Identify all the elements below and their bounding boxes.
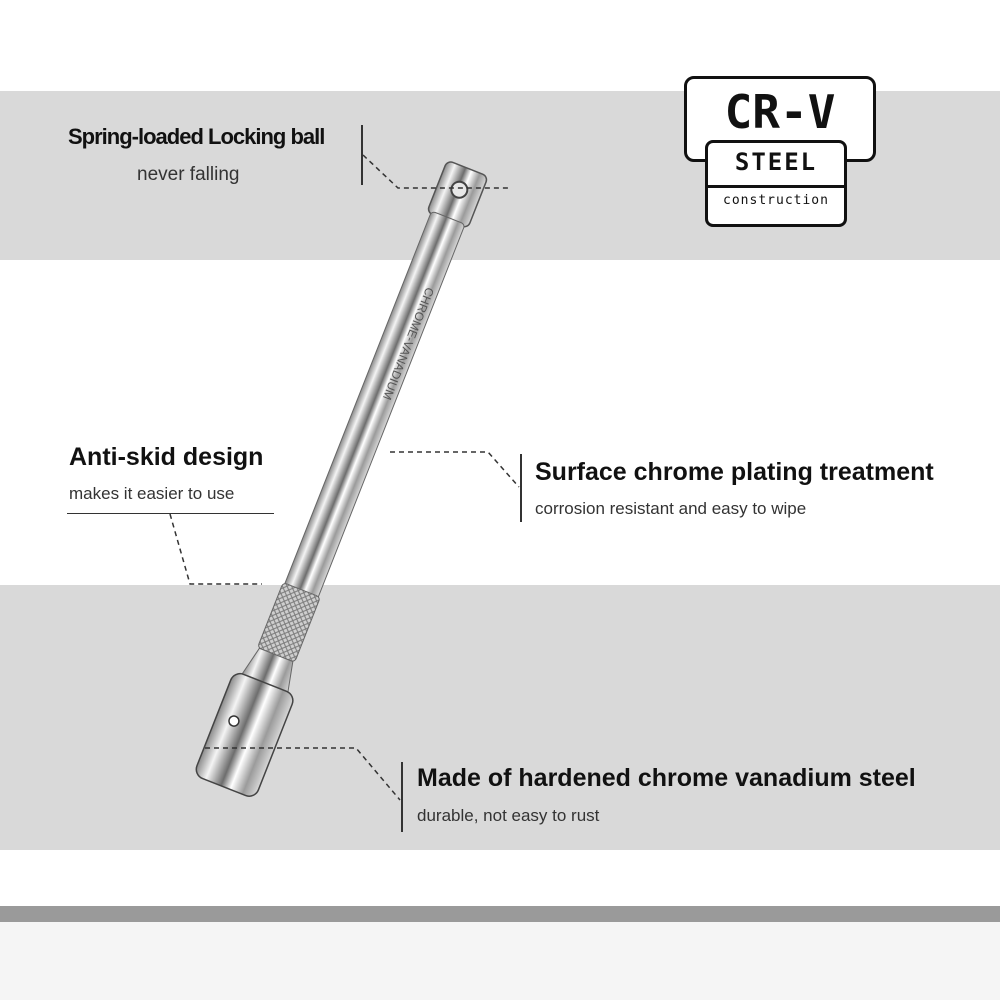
detent-hole [228, 715, 240, 727]
crv-steel-badge: CR-V STEEL construction [684, 76, 876, 227]
leader-line-locking-ball [362, 154, 510, 189]
underline-anti-skid [67, 513, 274, 514]
footer-divider-bar [0, 906, 1000, 922]
badge-steel-text: STEEL [734, 148, 818, 176]
feature-title-chrome-plating: Surface chrome plating treatment [535, 458, 934, 486]
badge-steel-divider [708, 145, 844, 188]
feature-subtitle-anti-skid: makes it easier to use [69, 484, 235, 503]
divider-vanadium [401, 762, 403, 832]
extension-bar: CHROME-VANADIUM [195, 161, 488, 797]
socket-end [195, 672, 294, 797]
locking-ball [450, 180, 469, 199]
leader-line-chrome-plating [390, 451, 520, 488]
feature-title-vanadium-steel: Made of hardened chrome vanadium steel [417, 764, 916, 792]
leader-line-anti-skid [169, 513, 262, 585]
knurled-grip [258, 583, 320, 662]
feature-subtitle-vanadium-steel: durable, not easy to rust [417, 806, 600, 825]
feature-title-anti-skid: Anti-skid design [69, 443, 264, 471]
bottom-gray-band [0, 585, 1000, 850]
badge-construction-text: construction [723, 193, 829, 208]
shaft [278, 211, 465, 615]
feature-subtitle-chrome-plating: corrosion resistant and easy to wipe [535, 499, 807, 518]
divider-chrome-plating [520, 454, 522, 522]
feature-title-locking-ball: Spring-loaded Locking ball [68, 124, 325, 149]
footer-strip [0, 922, 1000, 1000]
badge-inner-frame [705, 140, 847, 227]
leader-lines [169, 154, 520, 801]
badge-crv-text: CR-V [724, 85, 836, 139]
feature-subtitle-locking-ball: never falling [137, 164, 240, 185]
divider-locking-ball [361, 125, 363, 185]
